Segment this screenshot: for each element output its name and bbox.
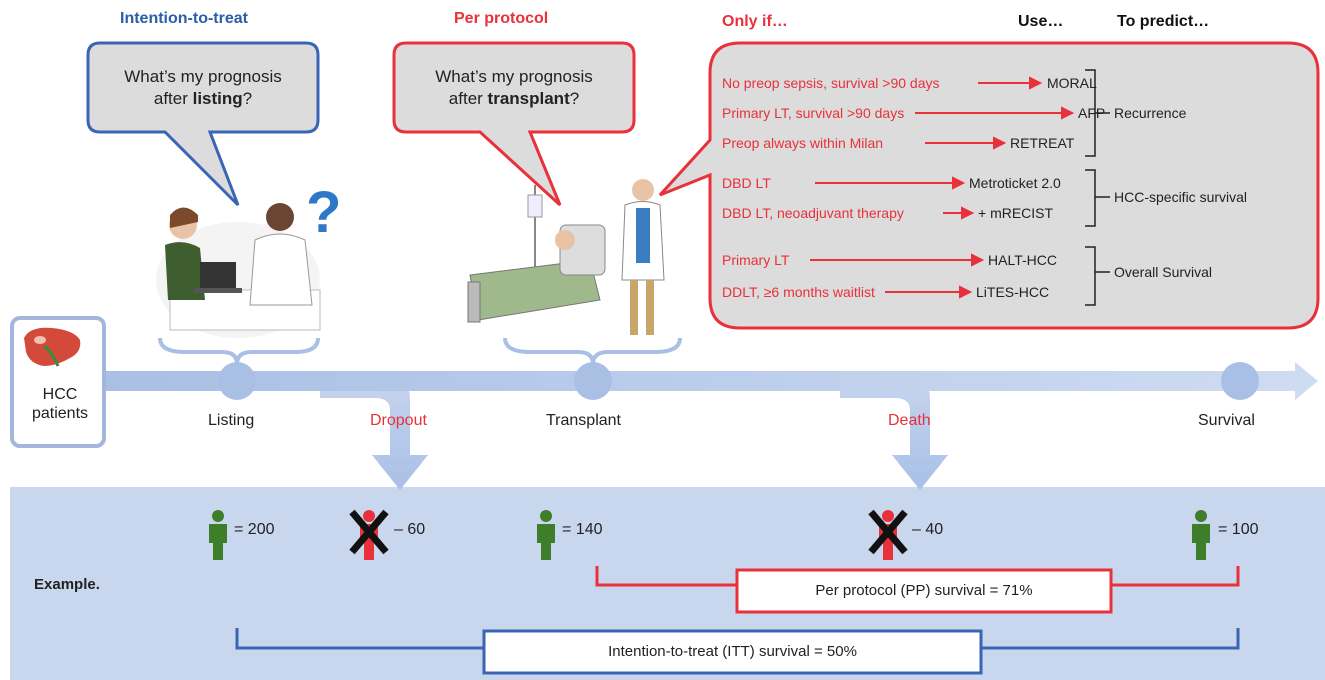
model-halt: HALT-HCC	[988, 252, 1057, 268]
stage-transplant: Transplant	[546, 412, 621, 429]
condition-afp: Primary LT, survival >90 days	[722, 105, 905, 121]
timeline-arrow	[100, 362, 1318, 400]
transplant-node	[574, 362, 612, 400]
count-listing: = 200	[234, 521, 275, 538]
pp-header: Per protocol	[454, 10, 549, 27]
condition-moral: No preop sepsis, survival >90 days	[722, 75, 940, 91]
model-metroticket: Metroticket 2.0	[969, 175, 1061, 191]
listing-node	[218, 362, 256, 400]
group-hcc-specific: HCC-specific survival	[1114, 189, 1248, 205]
condition-halt: Primary LT	[722, 252, 790, 268]
dropout-arrow	[320, 372, 428, 490]
predict-header: To predict…	[1117, 13, 1210, 30]
count-transplant: = 140	[562, 521, 603, 538]
stage-dropout: Dropout	[370, 412, 427, 429]
count-dropout: – 60	[394, 521, 426, 538]
doctor-patient-illustration: ?	[156, 180, 341, 338]
itt-result-text: Intention-to-treat (ITT) survival = 50%	[608, 643, 857, 660]
model-moral: MORAL	[1047, 75, 1097, 91]
pp-result-box	[735, 568, 1113, 614]
use-header: Use…	[1018, 13, 1064, 30]
condition-retreat: Preop always within Milan	[722, 135, 884, 151]
example-label: Example.	[34, 576, 100, 593]
itt-result-box	[482, 629, 983, 675]
group-overall: Overall Survival	[1114, 264, 1213, 280]
itt-header: Intention-to-treat	[120, 10, 248, 27]
transplant-bubble	[392, 41, 636, 207]
group-recurrence: Recurrence	[1114, 105, 1187, 121]
model-retreat: RETREAT	[1010, 135, 1075, 151]
models-box	[658, 41, 1320, 330]
hcc-label-line1: HCC	[42, 386, 78, 403]
count-survival: = 100	[1218, 521, 1259, 538]
only-if-header: Only if…	[722, 13, 788, 30]
listing-question: What’s my prognosis after listing?	[92, 66, 314, 110]
condition-mrecist: DBD LT, neoadjuvant therapy	[722, 205, 904, 221]
condition-metroticket: DBD LT	[722, 175, 771, 191]
listing-question-line2: after listing?	[153, 89, 253, 108]
model-lites: LiTES-HCC	[976, 284, 1050, 300]
transplant-question-line1: What’s my prognosis	[435, 67, 593, 86]
death-arrow	[840, 372, 948, 490]
model-mrecist: + mRECIST	[978, 205, 1054, 221]
stage-survival: Survival	[1198, 412, 1255, 429]
transplant-question: What’s my prognosis after transplant?	[398, 66, 630, 110]
hcc-patients-label: HCC patients	[12, 385, 108, 423]
pp-result-text: Per protocol (PP) survival = 71%	[815, 582, 1033, 599]
listing-bubble	[86, 41, 320, 207]
survival-node	[1221, 362, 1259, 400]
stage-death: Death	[888, 412, 931, 429]
svg-text:?: ?	[306, 180, 341, 245]
model-afp: AFP	[1078, 105, 1106, 121]
stage-listing: Listing	[208, 412, 255, 429]
transplant-question-line2: after transplant?	[448, 89, 580, 108]
listing-question-line1: What’s my prognosis	[124, 67, 282, 86]
person-icons	[209, 509, 1210, 560]
condition-lites: DDLT, ≥6 months waitlist	[722, 284, 875, 300]
hcc-label-line2: patients	[31, 405, 89, 422]
count-death: – 40	[912, 521, 944, 538]
hospital-bed-illustration	[467, 179, 665, 335]
